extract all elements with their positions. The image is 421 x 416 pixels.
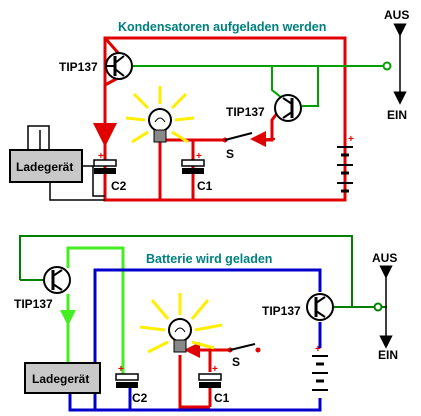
top-green-wires: [132, 65, 387, 107]
bottom-capacitor-c2: +: [115, 364, 139, 388]
top-transistor-left: [105, 52, 133, 80]
top-battery: +: [337, 134, 354, 193]
bottom-switch-label: S: [232, 355, 240, 369]
bottom-battery: +: [312, 344, 328, 391]
bottom-capacitor-c2-label: C2: [132, 391, 148, 405]
top-control-terminal[interactable]: [382, 61, 392, 71]
bottom-circuit: Batterie wird geladen: [14, 235, 398, 412]
bottom-charger: [24, 362, 101, 394]
top-switch[interactable]: [222, 132, 263, 143]
top-transistor-right: [274, 94, 302, 122]
top-transistor-right-label: TIP137: [226, 105, 265, 119]
svg-text:+: +: [315, 344, 321, 355]
bottom-control-terminal[interactable]: [373, 302, 383, 312]
bottom-red-wires: [178, 342, 230, 409]
bottom-blue-wires: [68, 268, 322, 412]
top-title: Kondensatoren aufgeladen werden: [118, 20, 326, 34]
bottom-bulb: [139, 293, 223, 354]
svg-text:+: +: [196, 151, 202, 162]
bottom-transistor-left-label: TIP137: [14, 297, 53, 311]
bottom-charger-label: Ladegerät: [32, 372, 89, 386]
svg-text:+: +: [98, 151, 104, 162]
bottom-transistor-right: [306, 293, 334, 321]
bottom-transistor-right-label: TIP137: [262, 304, 301, 318]
svg-text:+: +: [212, 364, 218, 375]
bottom-transistor-left: [43, 266, 71, 294]
bottom-title: Batterie wird geladen: [146, 252, 272, 266]
top-circuit: Kondensatoren aufgeladen werden: [9, 8, 409, 202]
top-charger: [9, 125, 105, 201]
top-aus-label: AUS: [384, 8, 409, 22]
svg-text:+: +: [348, 134, 354, 145]
bottom-aus-label: AUS: [372, 251, 397, 265]
bottom-capacitor-c1-label: C1: [214, 391, 230, 405]
top-bulb: [125, 86, 195, 144]
svg-text:+: +: [118, 364, 124, 375]
bottom-ein-label: EIN: [378, 348, 398, 362]
top-capacitor-c1: +: [181, 151, 205, 174]
top-capacitor-c2-label: C2: [111, 179, 127, 193]
top-capacitor-c1-label: C1: [197, 179, 213, 193]
top-capacitor-c2: +: [93, 151, 117, 174]
top-ein-label: EIN: [387, 108, 407, 122]
bottom-lime-wires: [60, 246, 125, 374]
top-switch-label: S: [226, 147, 234, 161]
bottom-switch[interactable]: [227, 343, 261, 353]
bottom-capacitor-c1: +: [198, 364, 222, 388]
top-charger-label: Ladegerät: [16, 160, 73, 174]
top-transistor-left-label: TIP137: [59, 60, 98, 74]
